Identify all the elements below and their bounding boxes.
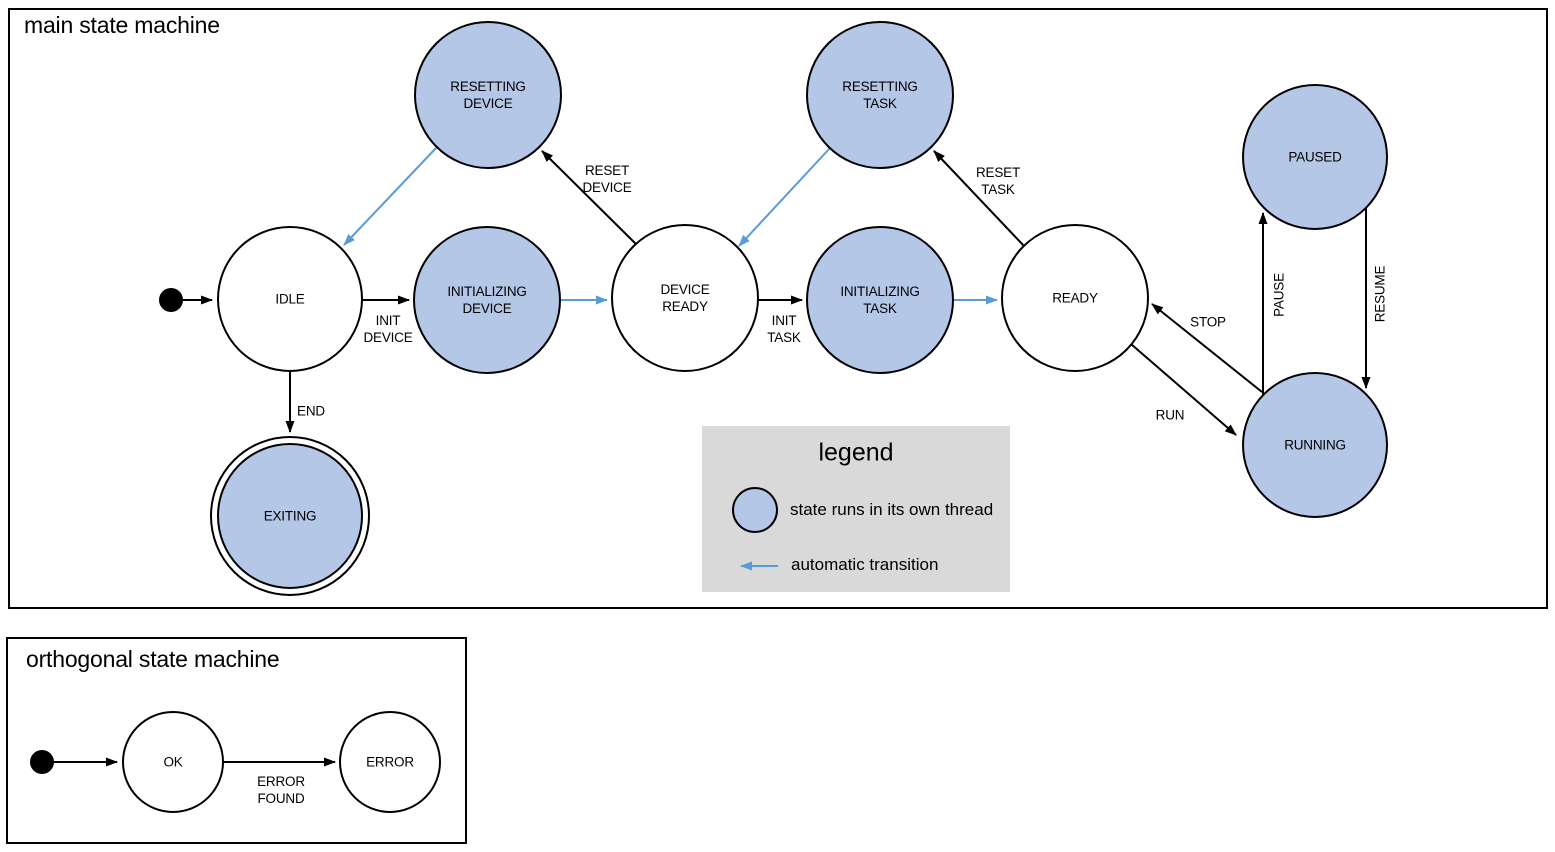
state-paused	[1242, 84, 1388, 230]
state-initializing-task	[806, 226, 954, 374]
state-label-paused: PAUSED	[1288, 149, 1342, 165]
state-device-ready	[611, 224, 759, 372]
state-label-running: RUNNING	[1284, 437, 1346, 453]
transition-label-reset-device: RESET DEVICE	[582, 163, 632, 195]
transition-label-init-device: INIT DEVICE	[363, 313, 413, 345]
state-resetting-device	[414, 21, 562, 169]
transition-reset-device	[541, 150, 637, 245]
state-label-error: ERROR	[366, 754, 414, 770]
auto-transition-resetting-device-to-idle	[343, 146, 438, 246]
orthogonal-initial-state-dot	[30, 750, 54, 774]
state-initializing-device	[413, 226, 561, 374]
state-idle	[217, 226, 363, 372]
state-label-ok: OK	[163, 754, 183, 770]
orthogonal-state-machine-box	[6, 637, 467, 844]
state-error	[339, 711, 441, 813]
state-ready	[1001, 224, 1149, 372]
legend-auto-transition-label: automatic transition	[791, 555, 939, 574]
state-label-initializing-task: INITIALIZING TASK	[840, 284, 920, 316]
state-running	[1242, 372, 1388, 518]
transition-label-end: END	[297, 403, 325, 419]
legend-thread-state-symbol	[732, 487, 778, 533]
state-resetting-task	[806, 21, 954, 169]
auto-transition-resetting-task-to-device-ready	[738, 147, 831, 247]
state-label-resetting-task: RESETTING TASK	[842, 79, 918, 111]
transition-stop	[1151, 303, 1263, 393]
initial-state-dot	[159, 288, 183, 312]
state-label-initializing-device: INITIALIZING DEVICE	[447, 284, 527, 316]
transition-label-init-task: INIT TASK	[767, 313, 801, 345]
transition-label-reset-task: RESET TASK	[975, 165, 1021, 197]
transition-reset-task	[933, 150, 1025, 247]
state-exiting	[217, 443, 363, 589]
state-label-exiting: EXITING	[263, 508, 317, 524]
legend-thread-state-label: state runs in its own thread	[790, 500, 994, 519]
transition-run	[1130, 343, 1237, 436]
state-label-device-ready: DEVICE READY	[660, 282, 710, 314]
main-diagram-title: main state machine	[24, 12, 220, 38]
orthogonal-diagram-title: orthogonal state machine	[26, 646, 280, 672]
transition-label-run: RUN	[1155, 407, 1185, 423]
main-state-machine-box	[8, 8, 1548, 609]
state-label-idle: IDLE	[275, 291, 305, 307]
transition-label-stop: STOP	[1190, 314, 1226, 330]
transition-label-resume: RESUME	[1372, 265, 1388, 323]
transition-label-error-found: ERROR FOUND	[257, 774, 305, 806]
state-label-ready: READY	[1052, 290, 1098, 306]
transition-label-pause: PAUSE	[1271, 273, 1287, 317]
legend-title: legend	[818, 438, 894, 467]
state-label-resetting-device: RESETTING DEVICE	[450, 79, 526, 111]
